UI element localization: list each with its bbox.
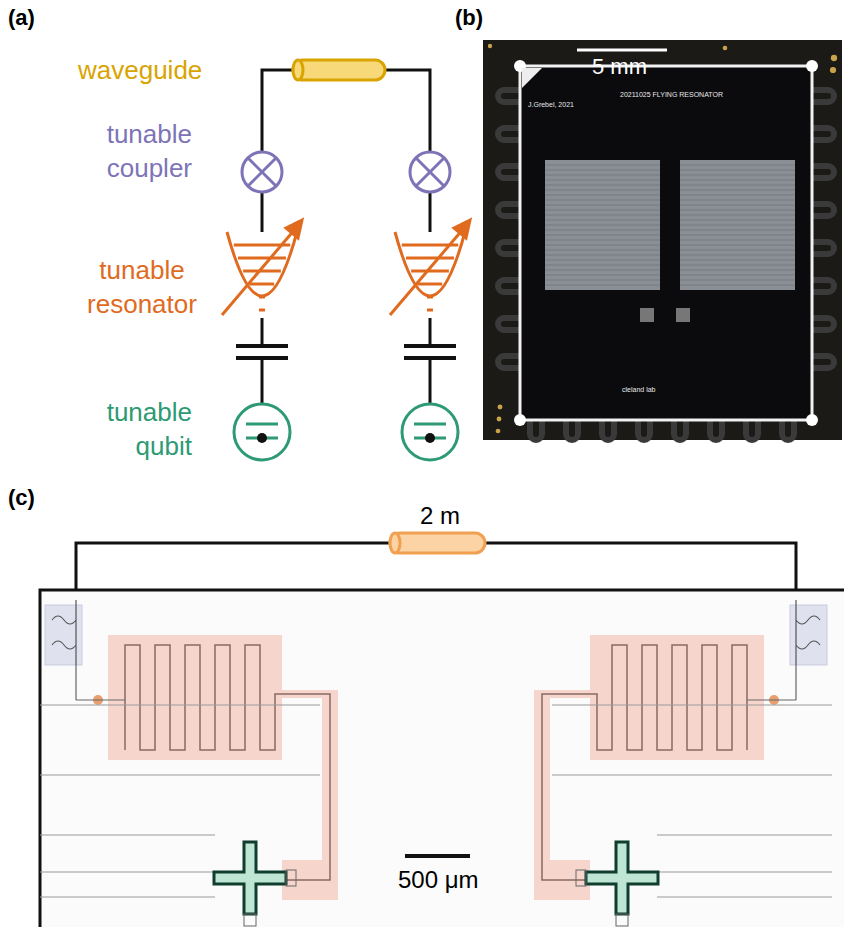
capacitor-symbol <box>236 346 456 358</box>
chip-outline <box>40 590 844 927</box>
component-label: waveguide <box>78 54 202 88</box>
label-holder: tunable resonator <box>62 254 222 322</box>
scale-label: 500 μm <box>398 864 479 895</box>
label-holder: cleland lab <box>622 385 655 394</box>
label-holder: 2 m <box>420 500 460 531</box>
chip-half <box>534 600 832 926</box>
chip-text: 20211025 FLYING RESONATOR <box>620 90 723 99</box>
panel-label: (c) <box>8 484 35 513</box>
label-holder: waveguide <box>78 54 202 88</box>
label-holder: (c) <box>8 484 35 513</box>
panel-label: (b) <box>455 4 483 33</box>
label-holder: (a) <box>8 4 35 33</box>
label-holder: 500 μm <box>398 864 479 895</box>
qubit-symbol <box>234 404 458 460</box>
chip-photo <box>483 40 842 440</box>
panel-label: (a) <box>8 4 35 33</box>
label-holder: 5 mm <box>592 53 647 82</box>
resonator-symbol <box>222 220 470 315</box>
scale-label: 5 mm <box>592 53 647 82</box>
label-holder: 20211025 FLYING RESONATOR <box>620 90 723 99</box>
component-label: tunable qubit <box>62 396 192 464</box>
waveguide-symbol <box>293 60 385 80</box>
chip-half <box>40 600 338 926</box>
chip-text: cleland lab <box>622 385 655 394</box>
component-label: tunable resonator <box>62 254 222 322</box>
scale-bar <box>405 854 470 858</box>
label-holder: J.Grebel, 2021 <box>528 100 574 109</box>
length-label: 2 m <box>420 500 460 531</box>
label-holder: tunable coupler <box>42 118 192 186</box>
label-holder: tunable qubit <box>62 396 192 464</box>
label-holder: (b) <box>455 4 483 33</box>
chip-text: J.Grebel, 2021 <box>528 100 574 109</box>
component-label: tunable coupler <box>42 118 192 186</box>
coupler-symbol <box>242 152 450 192</box>
